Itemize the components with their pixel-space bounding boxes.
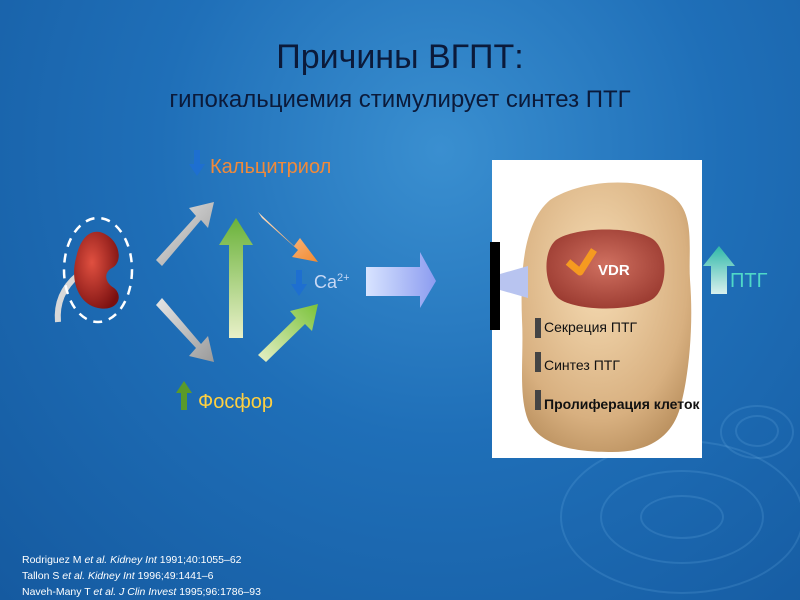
reference-item: Tallon S et al. Kidney Int 1996;49:1441–… [22,570,214,582]
vdr-receptor-icon [565,248,597,276]
references: Rodriguez M et al. Kidney Int 1991;40:10… [22,552,261,600]
cell-proliferation-label: Пролиферация клеток [544,396,700,412]
pth-label: ПТГ [730,270,768,292]
calcium-charge: 2+ [337,272,350,284]
arrow-kidney-to-calcitriol [156,202,214,266]
slide-title: Причины ВГПТ: [276,38,524,76]
arrow-phosphorus-to-calcium [258,304,318,362]
phosphorus-increase-arrow [176,381,192,410]
secretion-increase-arrow [535,318,541,338]
calcium-label: Ca2+ [314,272,350,293]
synthesis-increase-arrow [535,352,541,372]
background-ripple [720,405,794,459]
vdr-label: VDR [598,262,630,279]
calcitriol-label: Кальцитриол [210,156,332,178]
pth-increase-arrow [703,246,735,294]
arrow-calcitriol-to-calcium [258,212,318,262]
calcium-decrease-arrow [291,270,307,296]
phosphorus-label: Фосфор [198,391,274,413]
pth-synthesis-label: Синтез ПТГ [544,357,620,373]
arrow-calcium-to-cell [366,252,436,308]
kidney-illustration [54,216,134,324]
reference-item: Naveh-Many T et al. J Clin Invest 1995;9… [22,586,261,598]
nucleus [546,229,665,309]
slide-subtitle: гипокальциемия стимулирует синтез ПТГ [169,86,631,113]
background-ripple [640,495,724,539]
calcium-symbol: Ca [314,272,338,292]
calcitriol-decrease-arrow [189,150,205,176]
background-ripple [735,415,779,447]
proliferation-increase-arrow [535,390,541,410]
arrow-phosphorus-to-calcitriol [219,218,253,338]
reference-item: Rodriguez M et al. Kidney Int 1991;40:10… [22,554,242,566]
arrow-kidney-to-phosphorus [156,298,214,362]
pth-secretion-label: Секреция ПТГ [544,319,638,335]
background-ripple [600,470,764,564]
cell-entry-connector [490,242,528,330]
